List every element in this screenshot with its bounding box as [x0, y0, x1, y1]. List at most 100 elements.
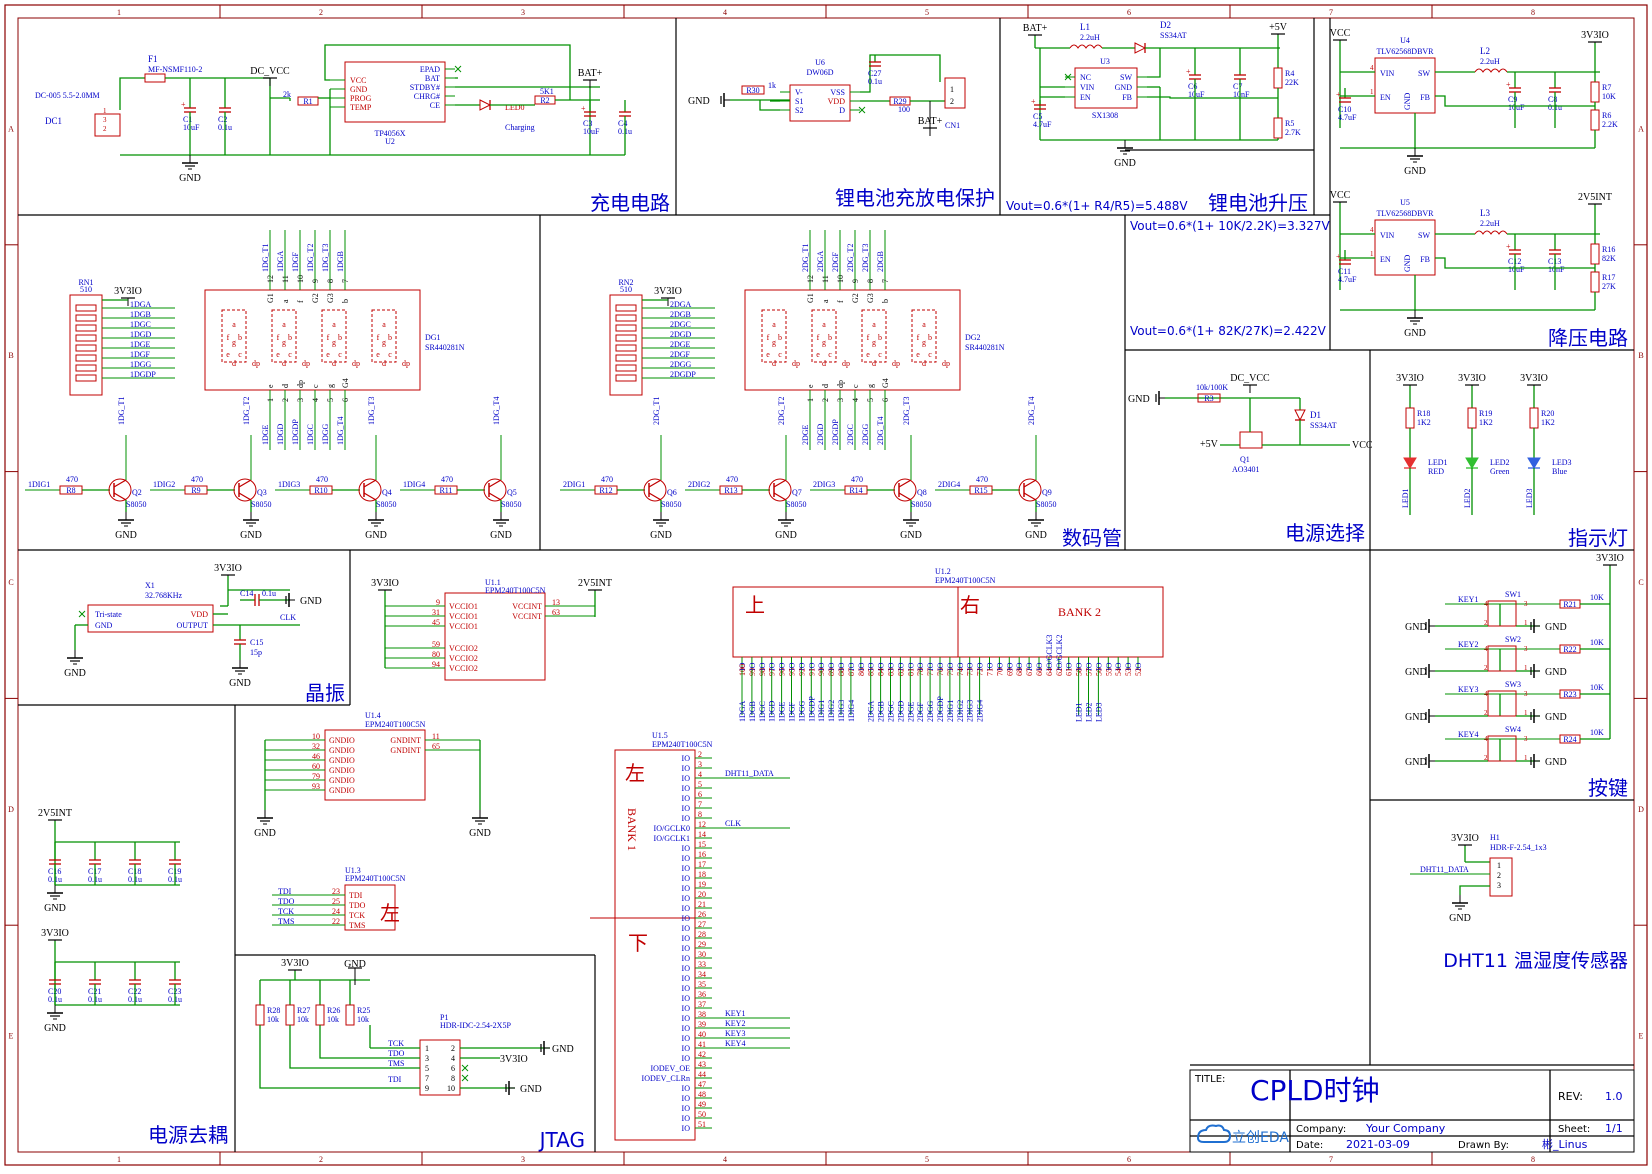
- label-text: U1.3: [345, 866, 361, 875]
- gnd-label: GND: [688, 96, 710, 107]
- label-text: g: [866, 384, 875, 388]
- label-text: 47: [698, 1080, 706, 1089]
- resistor-ref: R20: [1541, 409, 1554, 418]
- label-text: GND: [1545, 622, 1567, 633]
- gnd-crystal: GND: [64, 668, 86, 679]
- label-text: 0.1u: [262, 589, 276, 598]
- label-text: IO: [682, 754, 691, 763]
- v3v3io-label: 3V3IO: [114, 286, 142, 297]
- v2v5int-label: 2V5INT: [38, 808, 72, 819]
- net-label: 2DGA: [867, 700, 876, 722]
- label-text: U1.4: [365, 711, 381, 720]
- v3v3io-label: 3V3IO: [371, 578, 399, 589]
- column-marker: 4: [723, 1155, 727, 1164]
- label-text: 1: [103, 107, 107, 115]
- resistor-element: [615, 354, 637, 362]
- wire: [773, 479, 787, 488]
- resistor-ref: R13: [724, 486, 737, 495]
- wire: [1435, 95, 1595, 107]
- resistor-element: [75, 304, 97, 312]
- label-text: TMS: [349, 921, 365, 930]
- resistor-element: [615, 334, 637, 342]
- label-text: 66: [1035, 668, 1044, 676]
- label-text: G3: [326, 293, 335, 303]
- net-label: 2DGDP: [670, 370, 696, 379]
- net-label: KEY3: [725, 1029, 745, 1038]
- column-marker: 8: [1531, 8, 1535, 17]
- ic-value: EPM240T100C5N: [345, 874, 406, 883]
- resistor-element: [75, 364, 97, 372]
- net-label: 2DIG3: [813, 480, 835, 489]
- net-label: TMS: [388, 1059, 404, 1068]
- label-text: IO: [738, 662, 747, 671]
- label-text: 10K: [1590, 728, 1604, 737]
- label-text: 470: [441, 475, 453, 484]
- label-text: G3: [866, 293, 875, 303]
- resistor-ref: R28: [267, 1006, 280, 1015]
- label-text: 8: [451, 1074, 455, 1083]
- net-label: CLK: [280, 613, 296, 622]
- label-text: IO: [1134, 662, 1143, 671]
- gnd-transistor: GND: [775, 530, 797, 541]
- resistor-value: 10k: [267, 1015, 279, 1024]
- label-text: 2k: [283, 90, 291, 99]
- section-title-dht11: DHT11 温湿度传感器: [1443, 950, 1628, 972]
- label-text: 9: [851, 279, 860, 283]
- net-label: 2DIG3: [966, 700, 975, 722]
- label-text: dp: [296, 380, 305, 388]
- wire: [773, 492, 787, 501]
- label-text: IO: [682, 1104, 691, 1113]
- label-text: e: [806, 384, 815, 388]
- label-text: 62: [1055, 668, 1064, 676]
- label-text: b: [828, 333, 832, 342]
- section-title-crystal: 晶振: [305, 681, 345, 705]
- label-text: 70: [995, 668, 1004, 676]
- label-text: f: [277, 333, 280, 342]
- resistor-ref: R27: [297, 1006, 310, 1015]
- digit-outline: [271, 309, 297, 363]
- label-text: e: [226, 350, 230, 359]
- resistor-value: 27K: [1602, 282, 1616, 291]
- label-text: GNDIO: [329, 766, 355, 775]
- polarity-mark: +: [581, 104, 586, 113]
- label-text: 21: [698, 900, 706, 909]
- label-text: GNDIO: [329, 776, 355, 785]
- label-text: 10k/100K: [1196, 383, 1228, 392]
- resistor-ref: R2: [540, 96, 549, 105]
- label-text: g: [282, 338, 286, 347]
- net-label: 2DGC: [887, 701, 896, 722]
- gnd-boost: GND: [1114, 158, 1136, 169]
- column-marker: 7: [1329, 8, 1333, 17]
- label-text: GND: [1405, 667, 1427, 678]
- label-text: IO: [1124, 662, 1133, 671]
- section-title-buck: 降压电路: [1548, 326, 1628, 350]
- column-marker: 2: [319, 1155, 323, 1164]
- net-label: TDI: [278, 887, 292, 896]
- ic-tlv62568: [1374, 219, 1436, 276]
- label-text: 17: [698, 860, 706, 869]
- crystal-oscillator: [87, 604, 214, 633]
- label-text: f: [867, 333, 870, 342]
- net-label: 1DGE: [130, 340, 151, 349]
- label-text: 42: [698, 1050, 706, 1059]
- label-text: 2: [1484, 709, 1488, 717]
- wire: [1435, 257, 1595, 269]
- label-text: d: [232, 359, 236, 368]
- label-text: 1: [425, 1044, 429, 1053]
- label-text: g: [822, 338, 826, 347]
- capacitor-value: 10uF: [1508, 265, 1525, 274]
- label-text: a: [772, 320, 776, 329]
- label-text: VCCIO1: [449, 602, 478, 611]
- resistor: [1197, 393, 1221, 403]
- side-marker: 左: [380, 902, 400, 925]
- label-text: 8: [866, 279, 875, 283]
- transistor-q8: [893, 478, 917, 502]
- label-text: SS34AT: [1310, 421, 1337, 430]
- resistor-ref: R22: [1563, 645, 1576, 654]
- label-text: c: [778, 350, 782, 359]
- label-text: dp: [892, 359, 900, 368]
- label-text: S1: [795, 97, 803, 106]
- label-text: 3: [1497, 881, 1501, 890]
- net-label: 2DG_T4: [1027, 397, 1036, 425]
- label-text: 67: [1025, 668, 1034, 676]
